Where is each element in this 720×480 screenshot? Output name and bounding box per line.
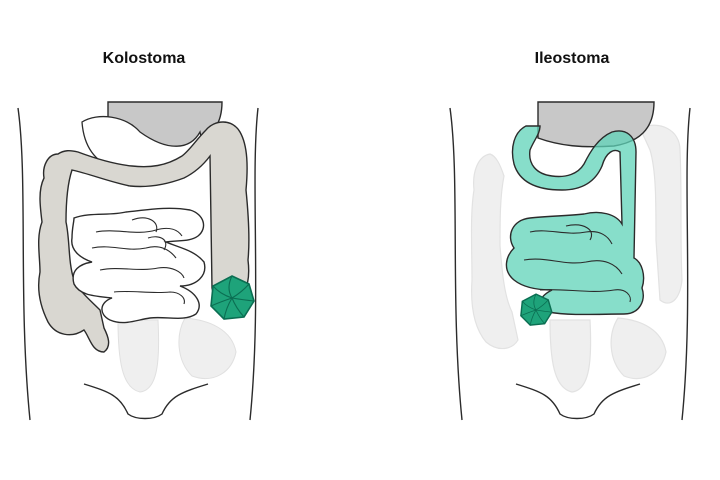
right-colon-faded [470, 124, 683, 393]
ileostoma-title: Ileostoma [534, 50, 610, 67]
right-body-outline [449, 107, 691, 421]
ileostoma-panel [449, 101, 691, 421]
left-small-intestine [71, 207, 206, 324]
ileostomy-stoma [520, 293, 553, 326]
kolostoma-panel [17, 101, 259, 421]
left-rectum-faded [117, 317, 237, 393]
right-stomach [537, 101, 655, 148]
kolostoma-title: Kolostoma [102, 50, 186, 67]
left-colon [38, 121, 250, 353]
ileum-highlight [505, 125, 645, 316]
left-body-outline [17, 107, 259, 421]
